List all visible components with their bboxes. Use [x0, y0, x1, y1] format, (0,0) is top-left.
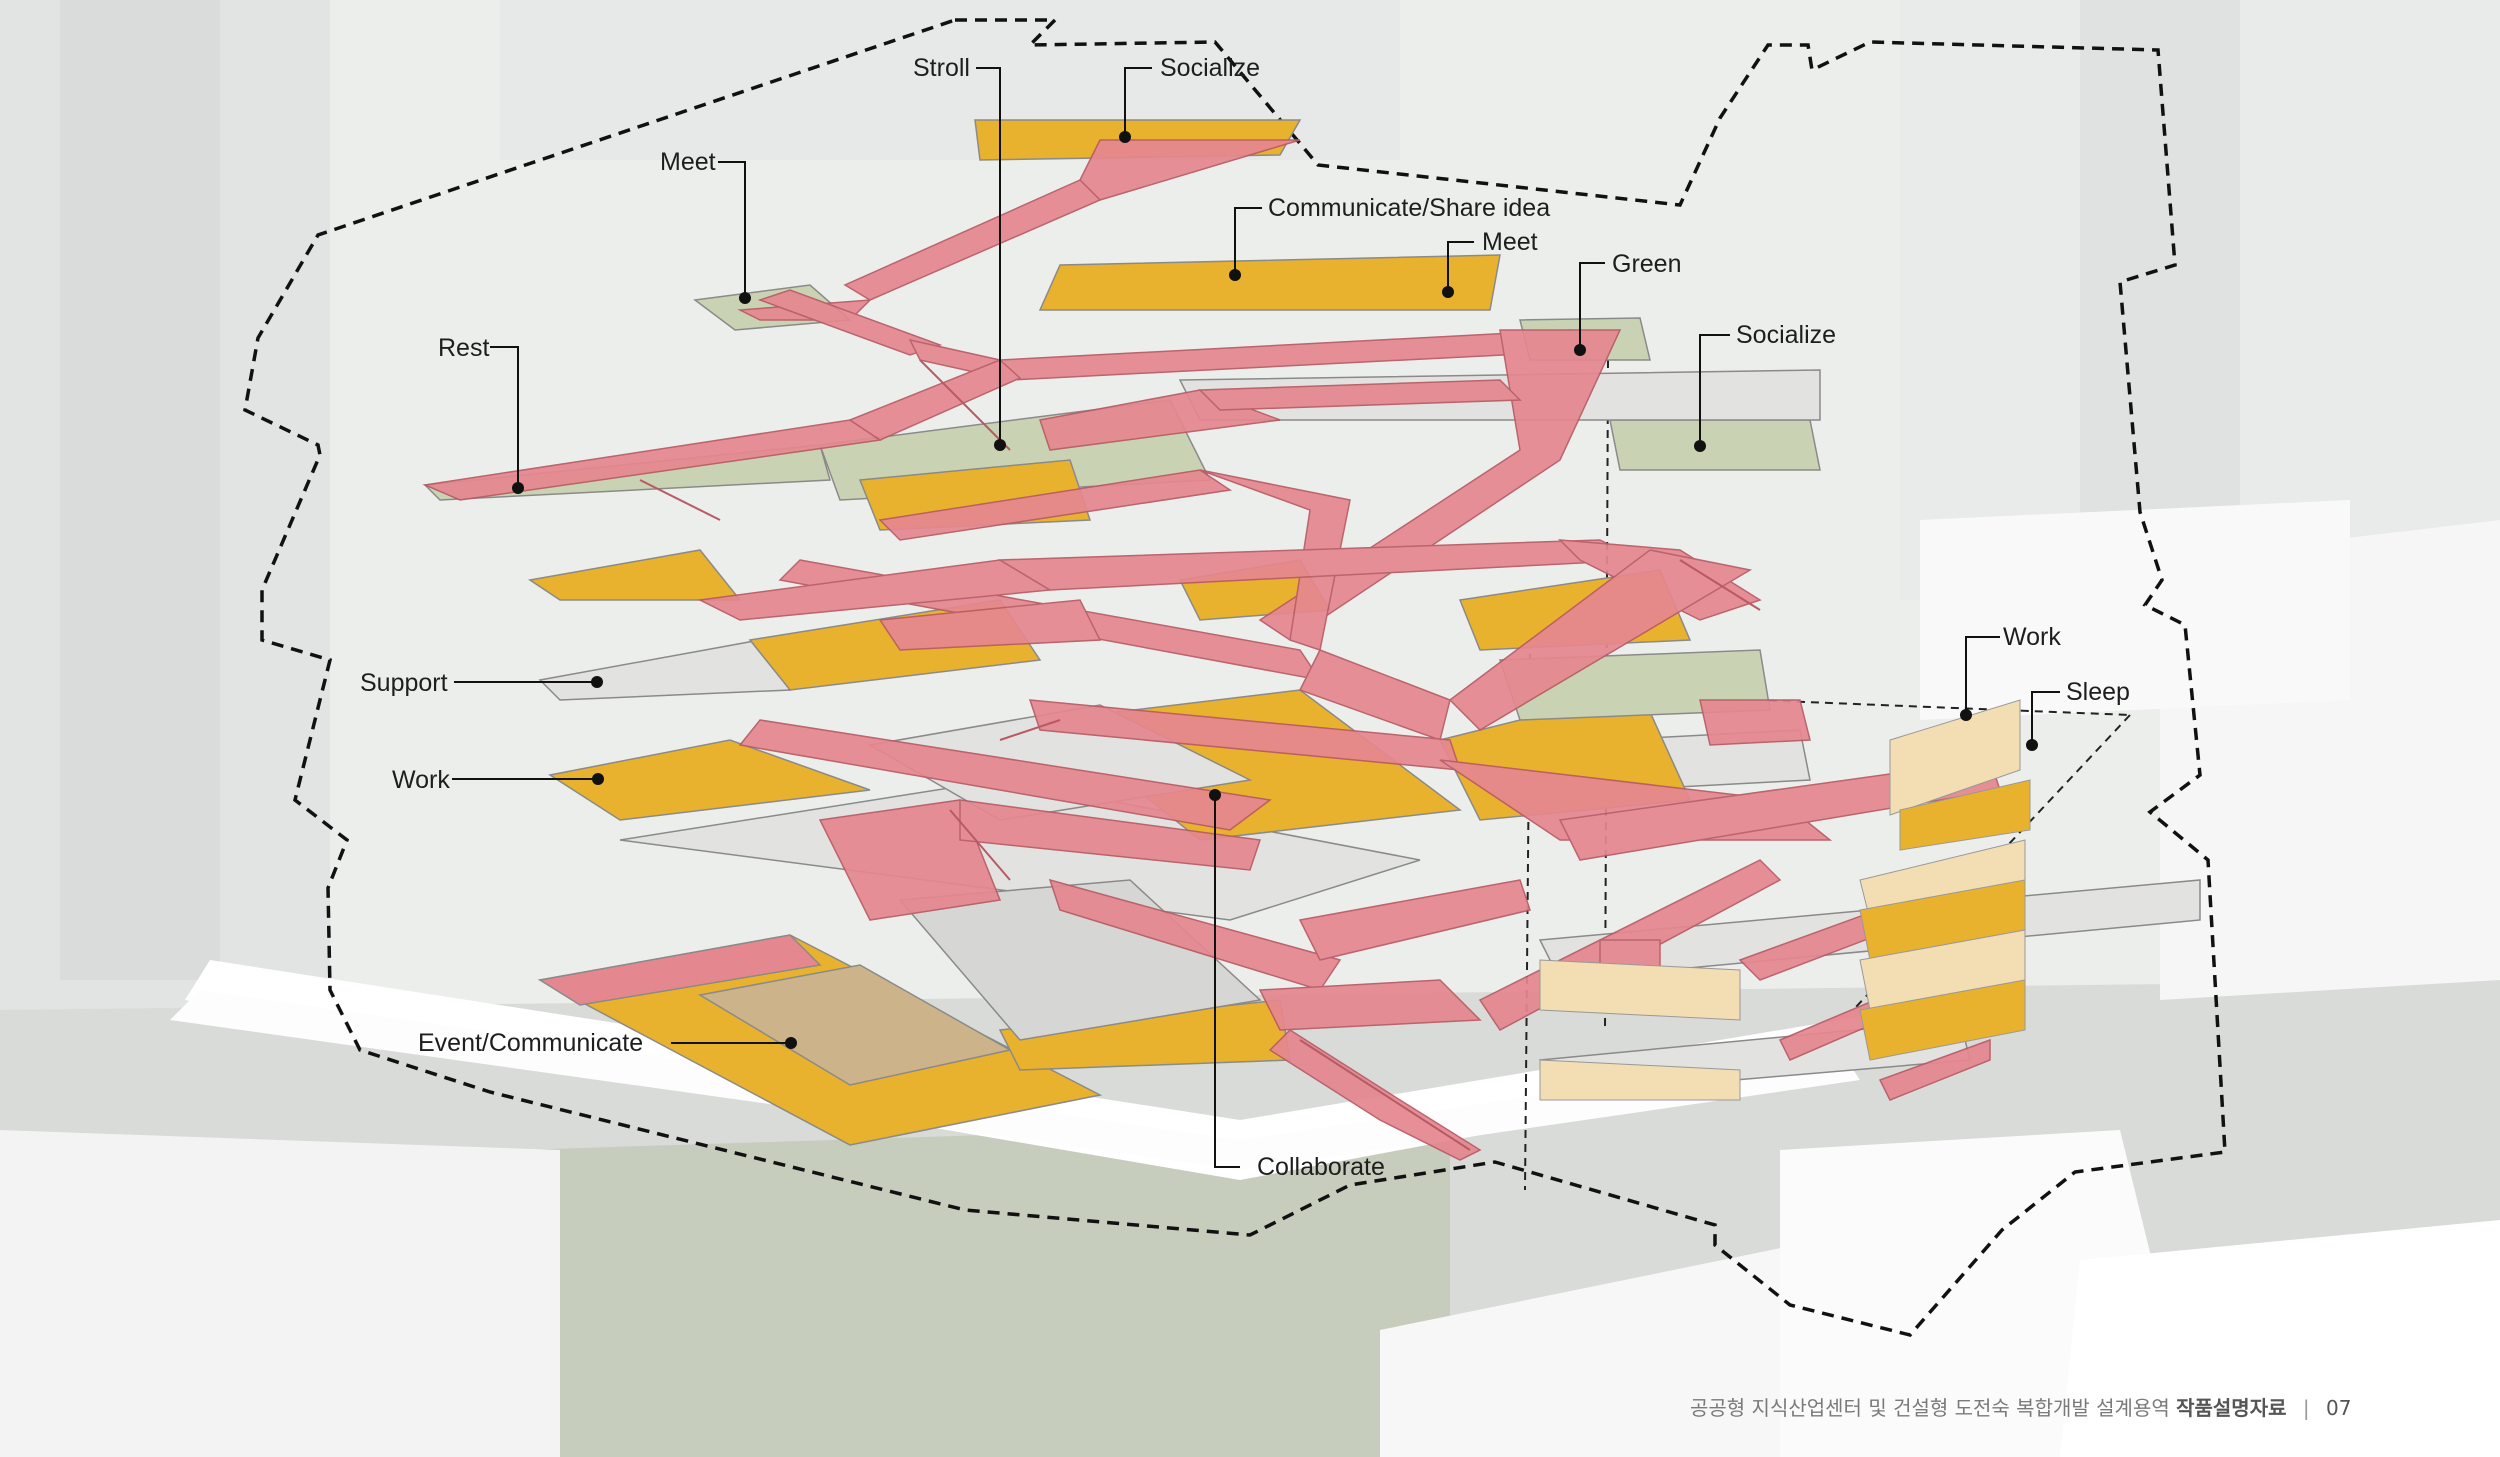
- label-socialize-top: Socialize: [1160, 54, 1261, 82]
- label-socialize-right: Socialize: [1736, 321, 1837, 349]
- footer: 공공형 지식산업센터 및 건설형 도전숙 복합개발 설계용역 작품설명자료 | …: [1690, 1392, 2351, 1421]
- stairs: [639, 359, 1761, 1151]
- label-work-right: Work: [2003, 623, 2061, 651]
- page-number: 07: [2325, 1396, 2352, 1420]
- label-rest: Rest: [438, 334, 490, 362]
- sleep-pods: [1539, 699, 2031, 1101]
- label-stroll: Stroll: [913, 54, 970, 82]
- footer-description: 공공형 지식산업센터 및 건설형 도전숙 복합개발 설계용역: [1690, 1396, 2170, 1420]
- label-work-left: Work: [392, 766, 450, 794]
- building-boundary: [243, 18, 2227, 1337]
- label-meet-left: Meet: [660, 148, 716, 176]
- label-support: Support: [360, 669, 448, 697]
- label-meet-right: Meet: [1482, 228, 1538, 256]
- label-collaborate: Collaborate: [1257, 1153, 1385, 1181]
- label-green: Green: [1612, 250, 1682, 278]
- footer-doc-title: 작품설명자료: [2176, 1396, 2287, 1420]
- label-sleep: Sleep: [2066, 678, 2130, 706]
- footer-separator: |: [2302, 1396, 2310, 1420]
- circulation-paths: [422, 139, 2001, 1161]
- label-event-communicate: Event/Communicate: [418, 1029, 644, 1057]
- label-communicate-share: Communicate/Share idea: [1268, 194, 1551, 222]
- leader-dots: [512, 131, 2038, 1049]
- leader-lines: [452, 67, 2060, 1168]
